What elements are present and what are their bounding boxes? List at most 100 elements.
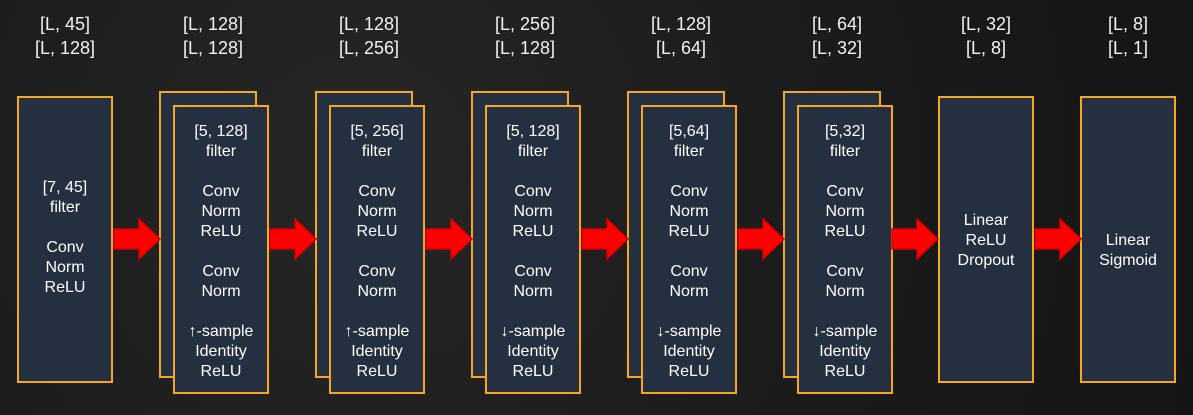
residual-block-3: [5, 256] filter Conv Norm ReLU Conv Norm… [329,105,425,394]
box-line: Norm [201,283,241,300]
box-line: ↓-sample [812,323,878,340]
box-line: Norm [513,203,553,220]
box-line: Norm [669,203,709,220]
arrow-right-icon [269,217,317,261]
arrow-right-icon [737,217,785,261]
box-line: Conv [202,183,240,200]
linear-sigmoid-block: Linear Sigmoid [1080,96,1176,383]
box-line [331,162,423,182]
box-line [799,162,891,182]
box-line: Dropout [957,252,1015,269]
output-dim: [L, 128] [182,38,244,58]
arrow-right-icon [891,217,939,261]
conv-block-1: [7, 45] filter Conv Norm ReLU [17,96,113,383]
output-dim: [L, 32] [811,38,863,58]
box-line: Norm [825,283,865,300]
arrow-right-icon [1034,217,1082,261]
box-line [175,302,267,322]
box-line: filter [205,143,237,160]
box-line: Sigmoid [1099,252,1157,269]
stage-4-dims: [L, 256] [L, 128] [455,12,595,60]
output-dim: [L, 64] [655,38,707,58]
input-dim: [L, 45] [39,14,91,34]
output-dim: [L, 256] [338,38,400,58]
box-line: Conv [826,263,864,280]
box-line: ReLU [44,279,86,296]
box-line: Identity [819,343,871,360]
box-line [487,162,579,182]
box-line [175,162,267,182]
box-line: ReLU [356,223,398,240]
box-line: [5,64] [668,123,710,140]
input-dim: [L, 128] [650,14,712,34]
box-line: Linear [963,212,1009,229]
box-line [487,302,579,322]
box-line: [5, 256] [350,123,404,140]
box-line: Norm [45,259,85,276]
stage-8-dims: [L, 8] [L, 1] [1058,12,1193,60]
box-line: Norm [357,283,397,300]
box-line: ReLU [200,223,242,240]
box-line: Conv [670,263,708,280]
box-line: filter [361,143,393,160]
box-line [799,302,891,322]
box-line [643,242,735,262]
box-line [331,242,423,262]
box-line: Conv [826,183,864,200]
stage-6-dims: [L, 64] [L, 32] [767,12,907,60]
box-line: ↓-sample [500,323,566,340]
input-dim: [L, 8] [1107,14,1149,34]
box-line: Conv [358,183,396,200]
box-line [331,302,423,322]
box-line: ↑-sample [344,323,410,340]
box-line: Conv [514,183,552,200]
box-line: ReLU [200,363,242,380]
box-line [487,242,579,262]
residual-block-6: [5,32] filter Conv Norm ReLU Conv Norm ↓… [797,105,893,394]
box-line: [7, 45] [42,179,88,196]
output-dim: [L, 128] [494,38,556,58]
box-line: ReLU [668,223,710,240]
box-line: Conv [46,239,84,256]
box-line: filter [673,143,705,160]
residual-block-2: [5, 128] filter Conv Norm ReLU Conv Norm… [173,105,269,394]
box-line: ReLU [824,223,866,240]
box-line: ReLU [824,363,866,380]
stage-3-dims: [L, 128] [L, 256] [299,12,439,60]
box-line [799,242,891,262]
box-line [643,302,735,322]
box-line: [5,32] [824,123,866,140]
box-line: ReLU [965,232,1007,249]
box-line: Norm [513,283,553,300]
residual-block-4: [5, 128] filter Conv Norm ReLU Conv Norm… [485,105,581,394]
box-line: filter [49,199,81,216]
stage-5-dims: [L, 128] [L, 64] [611,12,751,60]
box-line: filter [517,143,549,160]
output-dim: [L, 128] [34,38,96,58]
output-dim: [L, 1] [1107,38,1149,58]
box-line: ↑-sample [188,323,254,340]
box-line: ↓-sample [656,323,722,340]
input-dim: [L, 32] [960,14,1012,34]
box-line: Identity [663,343,715,360]
stage-1-dims: [L, 45] [L, 128] [0,12,135,60]
box-line: Identity [351,343,403,360]
box-line [643,162,735,182]
input-dim: [L, 64] [811,14,863,34]
box-line [19,218,111,238]
box-line: Conv [202,263,240,280]
box-line: Norm [201,203,241,220]
box-line: ReLU [512,363,554,380]
box-line: [5, 128] [506,123,560,140]
box-line: ReLU [356,363,398,380]
stage-2-dims: [L, 128] [L, 128] [143,12,283,60]
input-dim: [L, 128] [182,14,244,34]
box-line: Identity [507,343,559,360]
linear-dropout-block: Linear ReLU Dropout [938,96,1034,383]
arrow-right-icon [113,217,161,261]
input-dim: [L, 128] [338,14,400,34]
box-line: [5, 128] [194,123,248,140]
box-line: filter [829,143,861,160]
box-line: Conv [358,263,396,280]
box-line: Identity [195,343,247,360]
